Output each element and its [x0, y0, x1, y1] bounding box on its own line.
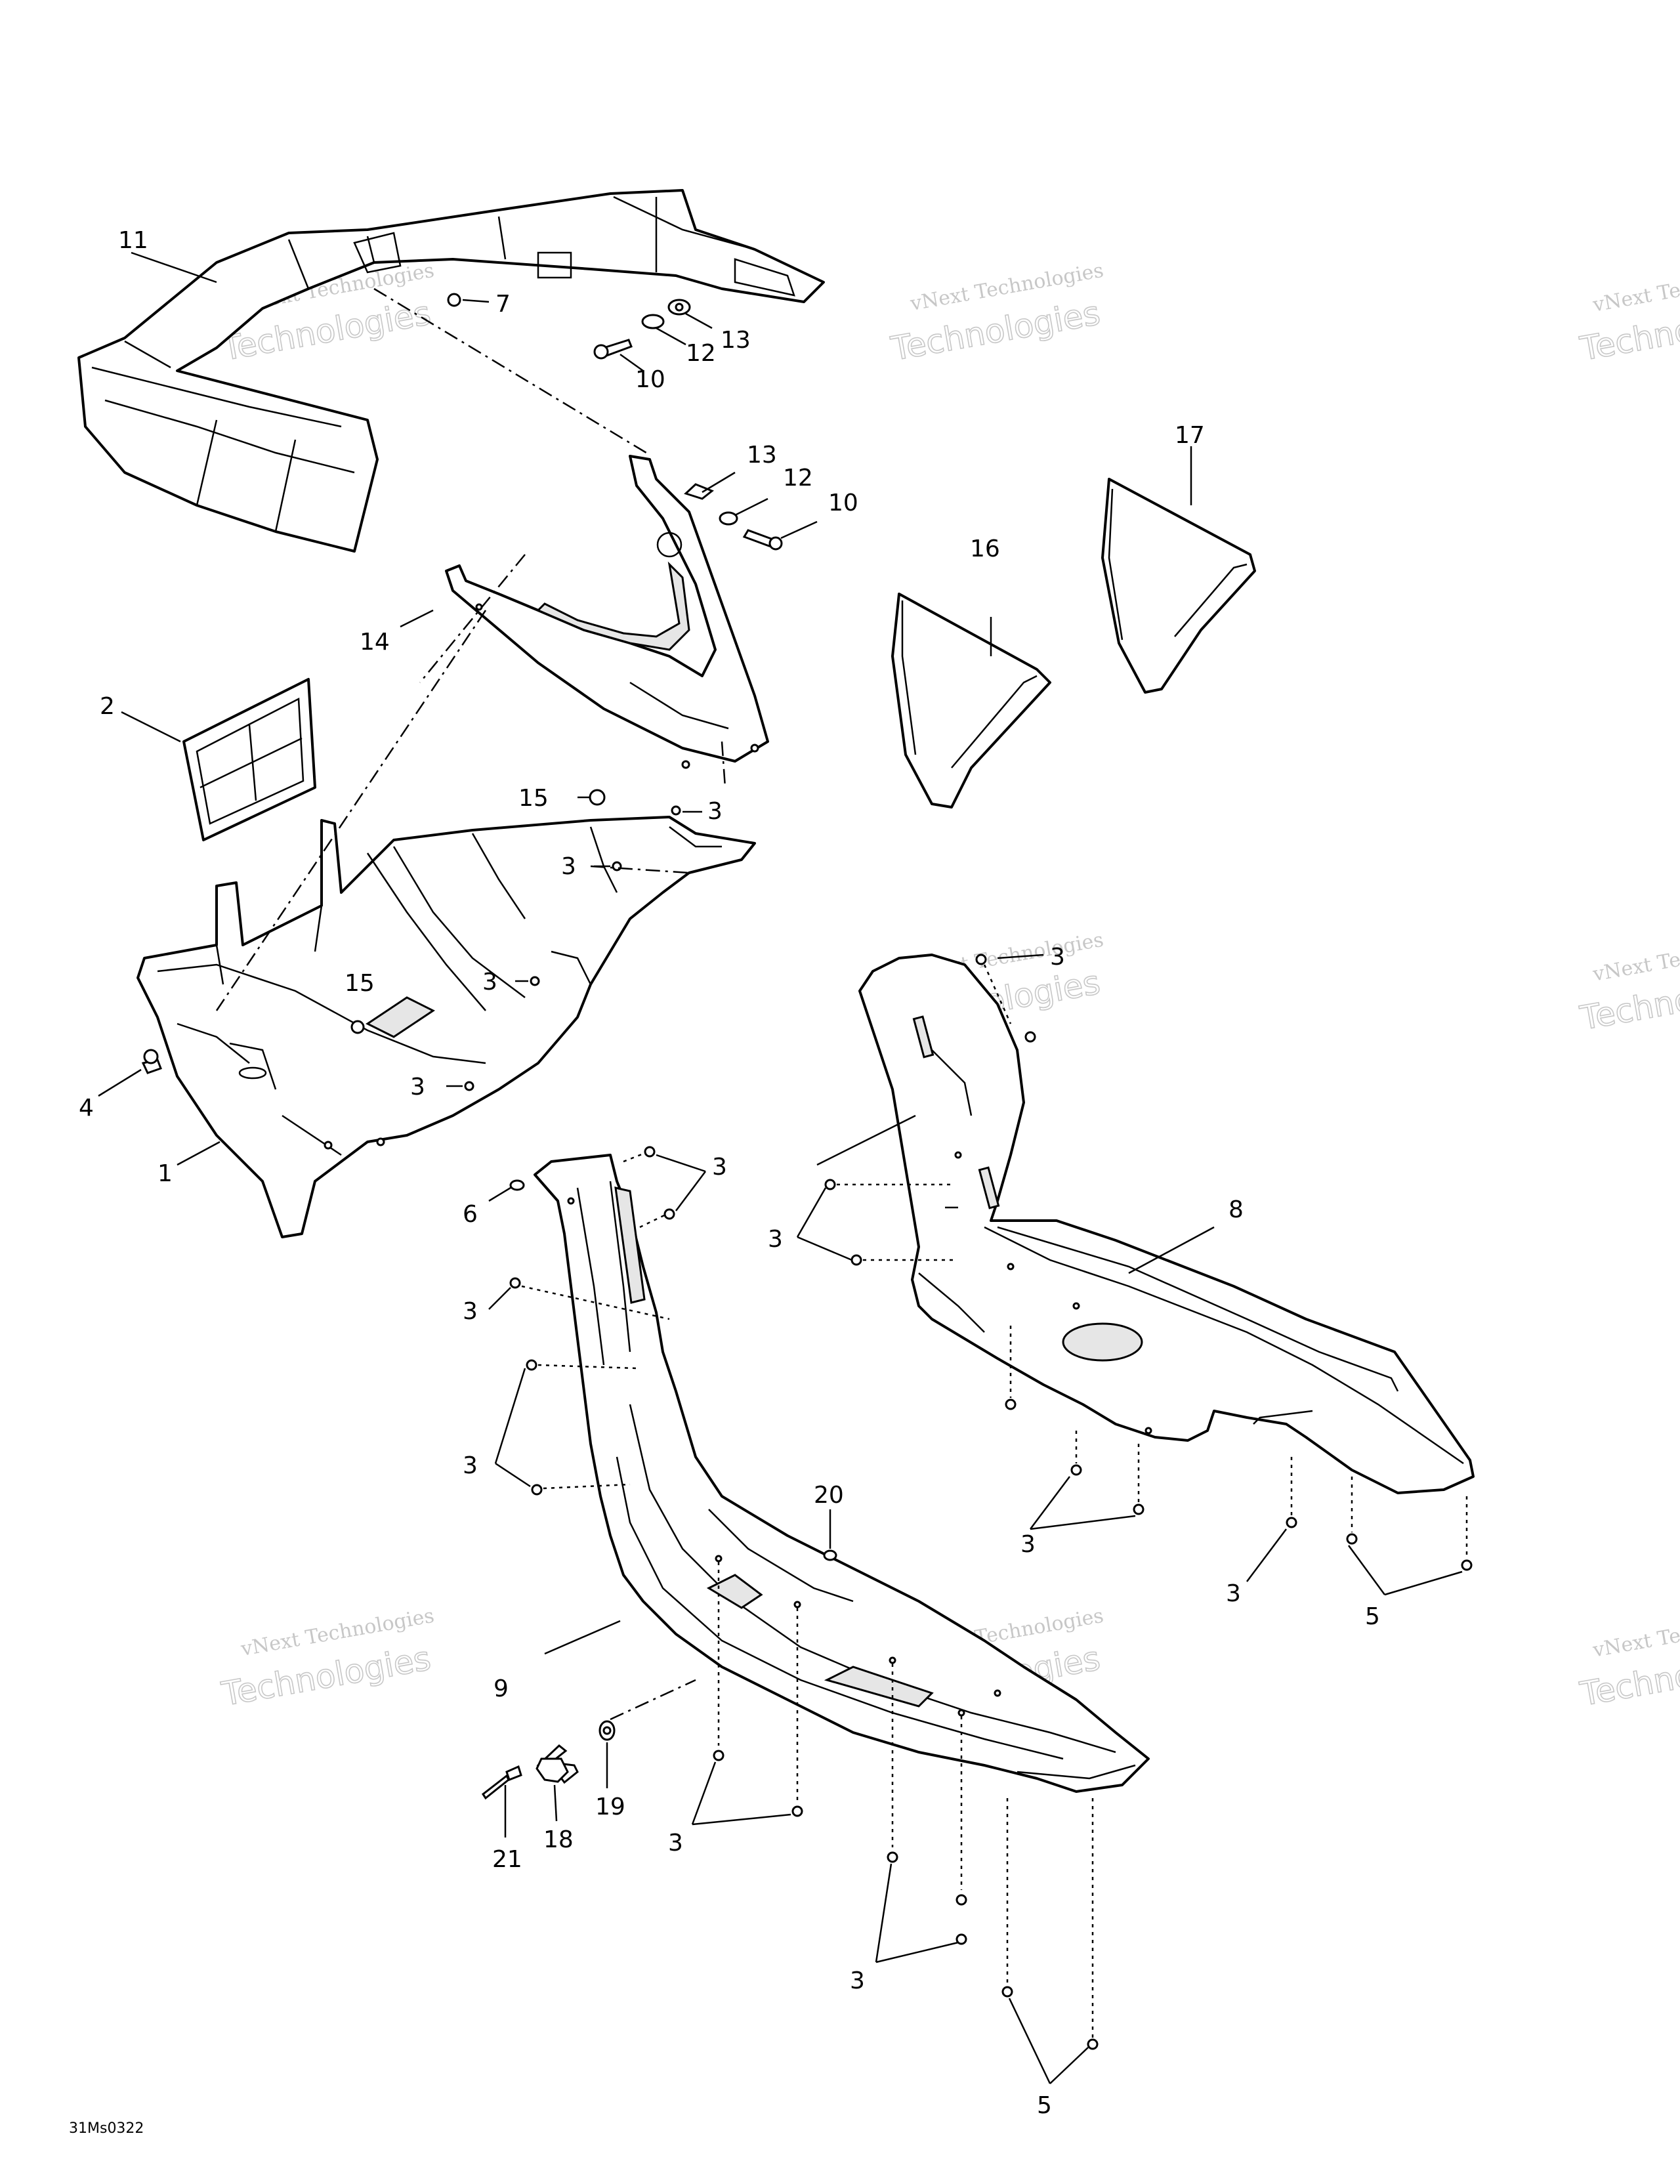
part-9-side-panel — [534, 1154, 1150, 1793]
watermark-corner: vNext Te — [1591, 948, 1680, 986]
part-2-bezel — [182, 678, 316, 841]
callout-7: 7 — [495, 291, 511, 318]
callout-3: 3 — [561, 853, 576, 880]
callout-18: 18 — [543, 1826, 574, 1853]
callout-15: 15 — [345, 970, 375, 997]
assembly-lines — [121, 251, 1192, 1166]
callout-3: 3 — [707, 798, 723, 825]
part-11-upper-console — [77, 189, 825, 553]
fasteners-part-9 — [488, 1146, 1099, 2084]
callout-3: 3 — [410, 1074, 425, 1101]
callout-3: 3 — [463, 1298, 478, 1325]
watermark-corner-big: Technol — [1577, 1654, 1680, 1713]
callout-10: 10 — [828, 490, 858, 516]
callout-5: 5 — [1037, 2092, 1052, 2119]
callout-19: 19 — [595, 1794, 625, 1820]
callout-3: 3 — [1050, 944, 1065, 971]
callout-10: 10 — [635, 366, 665, 393]
watermark-corner: vNext Te — [1591, 1624, 1680, 1662]
callout-3: 3 — [712, 1154, 727, 1181]
watermark-corner-big: Technol — [1577, 309, 1680, 368]
callout-12: 12 — [686, 340, 716, 367]
part-1-lower-console — [136, 816, 756, 1238]
figure-code: 31Ms0322 — [69, 2120, 144, 2137]
callout-3: 3 — [482, 969, 497, 996]
callout-9: 9 — [494, 1675, 509, 1702]
callout-11: 11 — [118, 227, 148, 254]
watermark-corner: vNext Te — [1591, 279, 1680, 317]
callout-1: 1 — [158, 1160, 173, 1187]
watermark-corner-big: Technol — [1577, 978, 1680, 1038]
callout-21: 21 — [492, 1846, 522, 1873]
callout-12: 12 — [783, 465, 813, 492]
callout-13: 13 — [747, 442, 777, 469]
fasteners-part-1 — [98, 789, 702, 1166]
parts-18-19-21 — [481, 1679, 696, 1838]
part-16-panel — [891, 593, 1051, 808]
callout-3: 3 — [768, 1226, 783, 1253]
callouts: 11 7 13 12 10 13 12 10 14 16 17 2 15 3 3… — [79, 227, 1380, 2119]
callout-3: 3 — [850, 1967, 865, 1994]
callout-3: 3 — [463, 1452, 478, 1479]
callout-2: 2 — [100, 693, 115, 720]
callout-3: 3 — [1020, 1531, 1036, 1558]
callout-14: 14 — [360, 629, 390, 656]
callout-3: 3 — [1226, 1580, 1241, 1607]
callout-8: 8 — [1228, 1196, 1244, 1223]
callout-4: 4 — [79, 1095, 94, 1122]
fasteners-mid — [684, 471, 818, 551]
fasteners-top — [447, 293, 713, 372]
part-14-trim — [445, 455, 769, 769]
fasteners-part-8 — [796, 954, 1473, 1596]
callout-3: 3 — [668, 1830, 683, 1857]
callout-16: 16 — [970, 536, 1000, 562]
callout-17: 17 — [1175, 422, 1205, 449]
part-8-side-panel — [858, 954, 1475, 1494]
callout-15: 15 — [518, 785, 549, 812]
callout-6: 6 — [463, 1201, 478, 1228]
callout-13: 13 — [721, 327, 751, 354]
callout-20: 20 — [814, 1482, 844, 1509]
part-17-panel — [1101, 478, 1256, 694]
callout-5: 5 — [1365, 1603, 1380, 1630]
